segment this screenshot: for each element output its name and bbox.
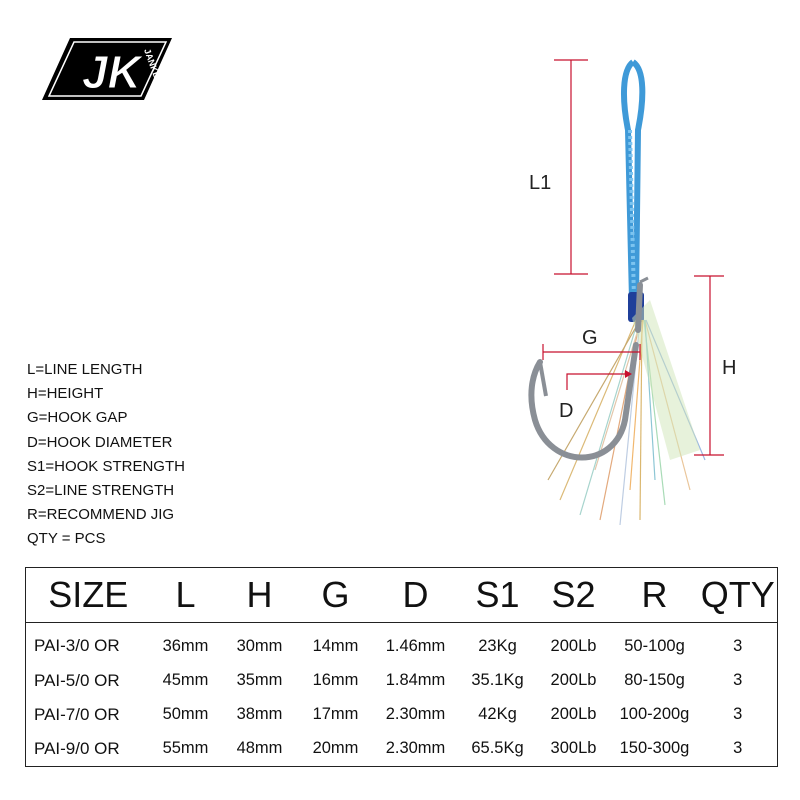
table-row: PAI-3/0 OR 36mm 30mm 14mm 1.46mm 23Kg 200Lb 50-… xyxy=(26,623,778,664)
legend-item: R=RECOMMEND JIG xyxy=(27,506,175,524)
table-cell-r: 50-100g xyxy=(624,636,685,655)
legend-item: QTY = PCS xyxy=(27,530,106,548)
table-cell-h: 35mm xyxy=(236,671,283,690)
legend-item: G=HOOK GAP xyxy=(27,409,128,427)
table-cell-s1: 23Kg xyxy=(478,636,517,655)
header-qty: QTY xyxy=(698,567,778,623)
header-h: H xyxy=(220,567,299,623)
table-cell-g: 20mm xyxy=(312,739,359,758)
header-s2: S2 xyxy=(536,567,611,623)
table-cell-qty: 3 xyxy=(733,739,743,758)
table-cell-h: 38mm xyxy=(236,705,283,724)
table-cell-g: 14mm xyxy=(312,636,359,655)
table-cell-l: 55mm xyxy=(162,739,209,758)
header-d: D xyxy=(372,567,459,623)
table-cell-r: 80-150g xyxy=(624,671,685,690)
table-cell-s2: 300Lb xyxy=(550,739,597,758)
table-cell-s2: 200Lb xyxy=(550,705,597,724)
table-cell-size: PAI-3/0 OR xyxy=(34,636,120,656)
table-header-row: SIZE L H G D S1 S2 R QTY xyxy=(25,567,778,623)
table-cell-h: 30mm xyxy=(236,636,283,655)
table-cell-s2: 200Lb xyxy=(550,636,597,655)
table-cell-r: 100-200g xyxy=(619,705,690,724)
legend-item: D=HOOK DIAMETER xyxy=(27,433,173,451)
legend-item: S1=HOOK STRENGTH xyxy=(27,457,185,475)
header-s1: S1 xyxy=(458,567,537,623)
table-cell-qty: 3 xyxy=(733,671,743,690)
table-cell-size: PAI-5/0 OR xyxy=(34,670,120,690)
table-row: PAI-7/0 OR 50mm 38mm 17mm 2.30mm 42Kg 200Lb 100… xyxy=(26,698,778,732)
header-size: SIZE xyxy=(25,567,151,623)
table-row: PAI-9/0 OR 55mm 48mm 20mm 2.30mm 65.5Kg 300Lb 1… xyxy=(26,732,778,767)
table-cell-qty: 3 xyxy=(733,636,743,655)
size-spec-table: SIZE L H G D S1 S2 R QTY PAI-3/0 OR 36mm 3… xyxy=(25,567,778,767)
abbreviation-legend: L=LINE LENGTH H=HEIGHT G=HOOK GAP D=HOOK… xyxy=(27,358,185,552)
header-g: G xyxy=(298,567,373,623)
table-cell-s1: 42Kg xyxy=(478,705,517,724)
svg-text:JK: JK xyxy=(82,46,144,98)
table-cell-s2: 200Lb xyxy=(550,671,597,690)
table-cell-h: 48mm xyxy=(236,739,283,758)
header-r: R xyxy=(610,567,699,623)
table-cell-s1: 35.1Kg xyxy=(471,671,524,690)
legend-item: H=HEIGHT xyxy=(27,385,104,403)
table-cell-r: 150-300g xyxy=(619,739,690,758)
janker-logo: JK JANKER xyxy=(42,38,172,100)
table-cell-d: 2.30mm xyxy=(385,705,446,724)
table-cell-size: PAI-7/0 OR xyxy=(34,704,120,724)
table-cell-qty: 3 xyxy=(733,705,743,724)
table-cell-d: 1.46mm xyxy=(385,636,446,655)
legend-item: L=LINE LENGTH xyxy=(27,361,143,378)
assist-hook-image xyxy=(528,59,724,526)
dimension-label-h: H xyxy=(722,357,737,379)
table-cell-d: 2.30mm xyxy=(385,739,446,758)
table-cell-l: 45mm xyxy=(162,671,209,690)
dimension-label-g: G xyxy=(582,327,598,349)
table-cell-s1: 65.5Kg xyxy=(471,739,524,758)
header-l: L xyxy=(150,567,221,623)
table-row: PAI-5/0 OR 45mm 35mm 16mm 1.84mm 35.1Kg 200Lb 8… xyxy=(26,664,778,698)
dimension-label-d: D xyxy=(559,400,574,422)
table-cell-g: 17mm xyxy=(312,705,359,724)
table-cell-size: PAI-9/0 OR xyxy=(34,738,120,758)
legend-item: S2=LINE STRENGTH xyxy=(27,482,175,500)
dimension-label-l1: L1 xyxy=(529,172,552,194)
table-cell-l: 36mm xyxy=(162,636,209,655)
table-cell-g: 16mm xyxy=(312,671,359,690)
table-cell-d: 1.84mm xyxy=(385,671,446,690)
table-cell-l: 50mm xyxy=(162,705,209,724)
